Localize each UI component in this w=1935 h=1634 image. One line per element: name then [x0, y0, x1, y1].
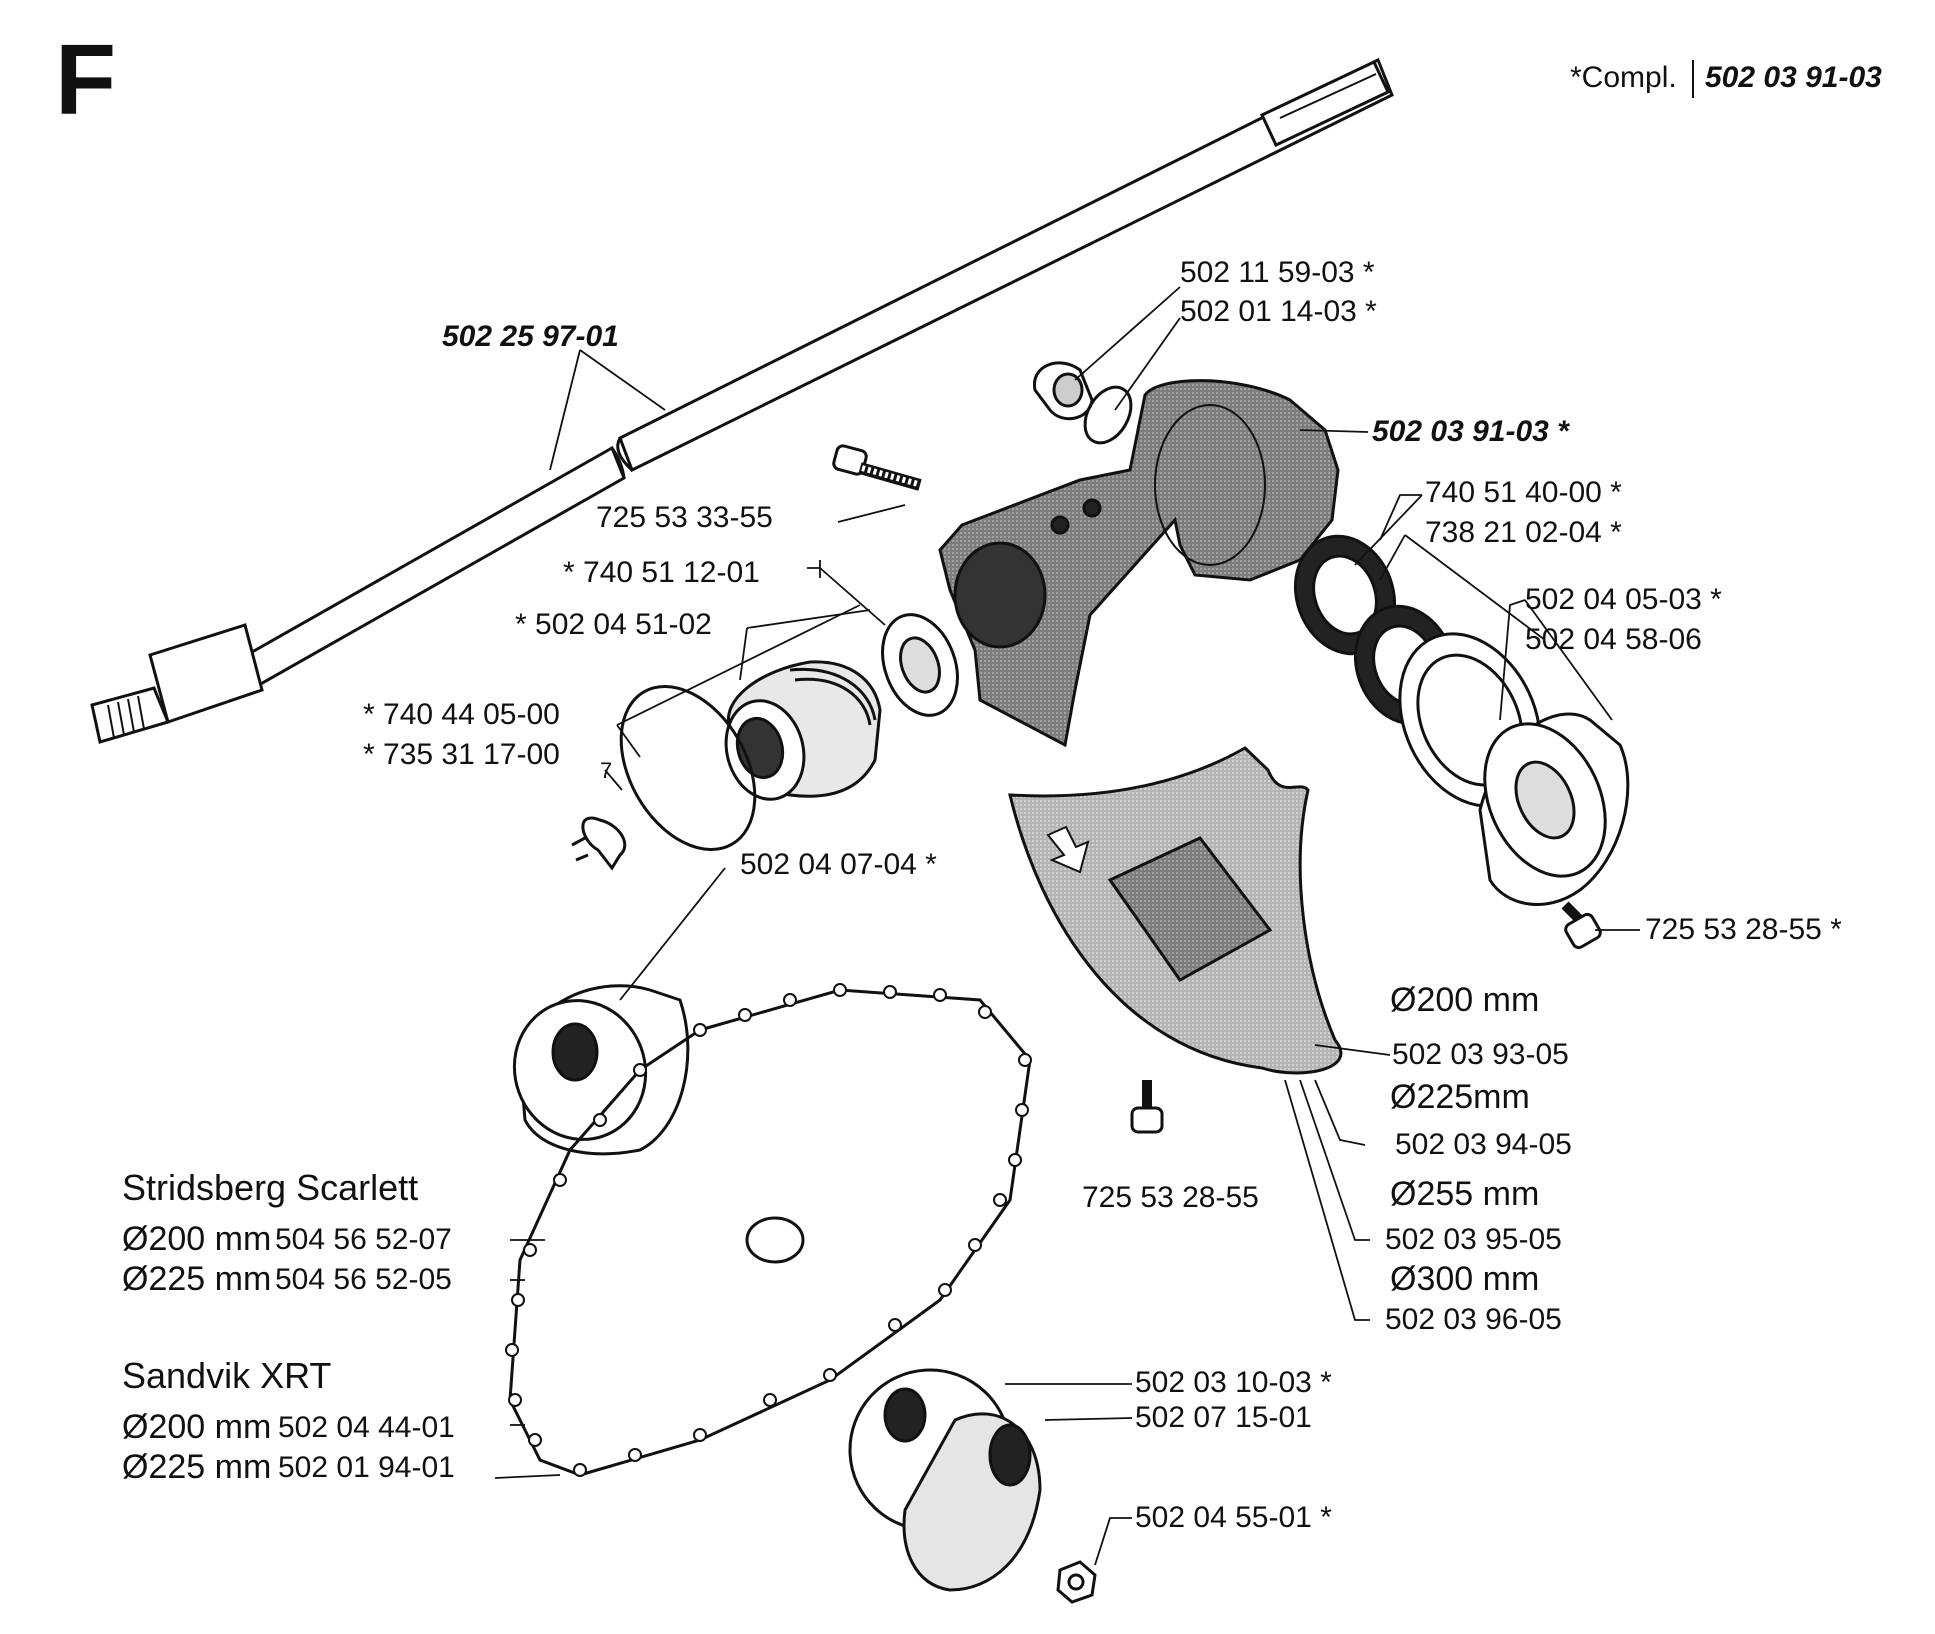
guard-diameter-225: Ø225mm — [1390, 1078, 1530, 1116]
plug-and-oring — [1033, 361, 1133, 445]
label-740511201: * 740 51 12-01 — [563, 556, 760, 589]
blade-stridsberg-part-225: 504 56 52-05 — [275, 1263, 452, 1296]
compl-separator — [1692, 60, 1694, 98]
section-letter: F — [55, 24, 117, 136]
drive-shaft — [90, 57, 1394, 744]
label-502045501: 502 04 55-01 * — [1135, 1501, 1332, 1534]
label-502040704: 502 04 07-04 * — [740, 848, 937, 881]
label-502011403: 502 01 14-03 * — [1180, 295, 1377, 328]
label-502071501: 502 07 15-01 — [1135, 1401, 1312, 1434]
lower-flange — [848, 1368, 1097, 1604]
label-725532855-right: 725 53 28-55 * — [1645, 913, 1842, 946]
screw-guard — [1130, 1080, 1164, 1134]
guard-part-200: 502 03 93-05 — [1392, 1038, 1569, 1071]
compl-label: *Compl. — [1570, 61, 1677, 94]
label-502115903: 502 11 59-03 * — [1180, 256, 1375, 289]
label-7255333: 725 53 33-55 — [596, 501, 773, 534]
compl-number: 502 03 91-03 — [1705, 61, 1882, 94]
upper-flange — [512, 984, 690, 1156]
blade-stridsberg-part-200: 504 56 52-07 — [275, 1223, 452, 1256]
blade-brand-sandvik: Sandvik XRT — [122, 1355, 332, 1396]
label-740514000: 740 51 40-00 * — [1425, 476, 1622, 509]
label-502031003: 502 03 10-03 * — [1135, 1366, 1332, 1399]
label-shaft: 502 25 97-01 — [442, 320, 619, 353]
blade-sandvik-diameter-225: Ø225 mm — [122, 1448, 272, 1486]
label-gear-housing: 502 03 91-03 * — [1372, 415, 1569, 448]
guard-part-300: 502 03 96-05 — [1385, 1303, 1562, 1336]
label-502045806: 502 04 58-06 — [1525, 623, 1702, 656]
blade-guard — [1008, 746, 1343, 1075]
screw-right — [1561, 901, 1602, 950]
bearing-assembly-left — [571, 613, 959, 871]
label-738210204: 738 21 02-04 * — [1425, 516, 1622, 549]
label-725532855-guard: 725 53 28-55 — [1082, 1181, 1259, 1214]
saw-blade-teeth — [505, 983, 1032, 1477]
screw-upper — [832, 444, 922, 491]
blade-stridsberg-diameter-225: Ø225 mm — [122, 1260, 272, 1298]
blade-sandvik-part-200: 502 04 44-01 — [278, 1411, 455, 1444]
blade-sandvik-diameter-200: Ø200 mm — [122, 1408, 272, 1446]
leader-lines — [494, 286, 1640, 1566]
guard-part-225: 502 03 94-05 — [1395, 1128, 1572, 1161]
guard-part-255: 502 03 95-05 — [1385, 1223, 1562, 1256]
label-502040503: 502 04 05-03 * — [1525, 583, 1722, 616]
blade-stridsberg-diameter-200: Ø200 mm — [122, 1220, 272, 1258]
label-740440500: * 740 44 05-00 — [363, 698, 560, 731]
gear-housing — [938, 379, 1340, 748]
guard-diameter-300: Ø300 mm — [1390, 1260, 1540, 1298]
bearing-assembly-right — [1293, 534, 1630, 906]
label-502045102: * 502 04 51-02 — [515, 608, 712, 641]
blade-sandvik-part-225: 502 01 94-01 — [278, 1451, 455, 1484]
guard-diameter-255: Ø255 mm — [1390, 1175, 1540, 1213]
label-735311700: * 735 31 17-00 — [363, 738, 560, 771]
blade-brand-stridsberg: Stridsberg Scarlett — [122, 1167, 419, 1208]
guard-diameter-200: Ø200 mm — [1390, 981, 1540, 1019]
label-circlip-index: 7 — [600, 758, 613, 783]
